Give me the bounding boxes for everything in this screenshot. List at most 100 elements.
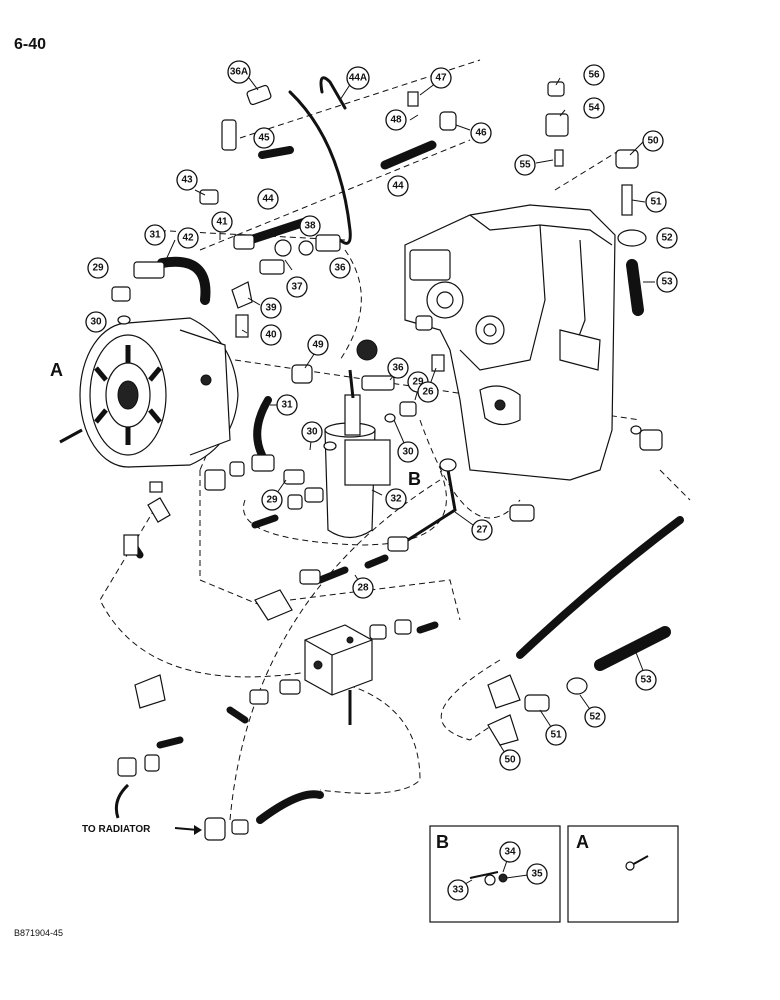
svg-text:28: 28: [357, 583, 369, 594]
svg-text:29: 29: [92, 263, 104, 274]
svg-text:36: 36: [334, 263, 346, 274]
svg-text:50: 50: [504, 755, 516, 766]
callout-36A: 36A: [227, 60, 251, 84]
callout-34: 34: [499, 841, 521, 863]
svg-text:44A: 44A: [349, 73, 367, 84]
hoses: [126, 76, 684, 824]
callout-43: 43: [176, 169, 198, 191]
oil-filter: [324, 369, 391, 539]
callout-27: 27: [471, 519, 493, 541]
callout-35: 35: [526, 863, 548, 885]
callout-36-top: 36: [329, 257, 351, 279]
svg-text:44: 44: [392, 181, 404, 192]
svg-text:53: 53: [661, 277, 673, 288]
svg-text:47: 47: [435, 73, 447, 84]
callout-40: 40: [260, 324, 282, 346]
callout-32: 32: [385, 488, 407, 510]
transmission-case: [404, 204, 616, 481]
view-letter-b: B: [408, 469, 421, 489]
svg-text:45: 45: [258, 133, 270, 144]
svg-text:52: 52: [661, 233, 673, 244]
svg-text:53: 53: [640, 675, 652, 686]
housing-spokes: [94, 345, 162, 445]
callout-38: 38: [299, 215, 321, 237]
view-letter-a: A: [50, 360, 63, 380]
callout-44-left: 44: [257, 188, 279, 210]
callout-50-top: 50: [642, 130, 664, 152]
svg-text:35: 35: [531, 869, 543, 880]
callout-30-mid: 30: [301, 421, 323, 443]
callout-30-right: 30: [397, 441, 419, 463]
callout-53-top: 53: [656, 271, 678, 293]
callout-31-top: 31: [144, 224, 166, 246]
svg-text:32: 32: [390, 494, 402, 505]
callout-53-bottom: 53: [635, 669, 657, 691]
callout-36-mid: 36: [387, 357, 409, 379]
svg-text:34: 34: [504, 847, 516, 858]
svg-text:50: 50: [647, 136, 659, 147]
callout-29-top: 29: [87, 257, 109, 279]
callout-31-mid: 31: [276, 394, 298, 416]
inset-letter-a: A: [576, 832, 589, 852]
document-code: B871904-45: [14, 928, 64, 938]
svg-text:55: 55: [519, 160, 531, 171]
svg-text:40: 40: [265, 330, 277, 341]
callout-28: 28: [352, 577, 374, 599]
to-radiator-label: TO RADIATOR: [82, 824, 151, 835]
inset-detail-a: [567, 825, 679, 923]
svg-text:44: 44: [262, 194, 274, 205]
svg-text:49: 49: [312, 340, 324, 351]
fittings: [111, 81, 663, 841]
callout-29-bottom: 29: [261, 489, 283, 511]
svg-text:36A: 36A: [230, 67, 248, 78]
svg-text:52: 52: [589, 712, 601, 723]
callout-46: 46: [470, 122, 492, 144]
callout-52-top: 52: [656, 227, 678, 249]
inset-letter-b: B: [436, 832, 449, 852]
callout-56: 56: [583, 64, 605, 86]
svg-text:56: 56: [588, 70, 600, 81]
callout-50-bottom: 50: [499, 749, 521, 771]
svg-text:27: 27: [476, 525, 488, 536]
page-number: 6-40: [14, 36, 47, 53]
svg-text:33: 33: [452, 885, 464, 896]
callout-37: 37: [286, 276, 308, 298]
converter-housing: [59, 317, 239, 468]
callout-54: 54: [583, 97, 605, 119]
callout-39: 39: [260, 297, 282, 319]
svg-text:30: 30: [402, 447, 414, 458]
svg-text:51: 51: [650, 197, 662, 208]
svg-text:29: 29: [266, 495, 278, 506]
svg-text:30: 30: [90, 317, 102, 328]
callout-30-left: 30: [85, 311, 107, 333]
callout-48: 48: [385, 109, 407, 131]
callout-51-top: 51: [645, 191, 667, 213]
svg-text:31: 31: [149, 230, 161, 241]
callout-51-bottom: 51: [545, 724, 567, 746]
svg-text:36: 36: [392, 363, 404, 374]
callout-42: 42: [177, 227, 199, 249]
callout-52-bottom: 52: [584, 706, 606, 728]
svg-text:51: 51: [550, 730, 562, 741]
svg-text:46: 46: [475, 128, 487, 139]
svg-text:48: 48: [390, 115, 402, 126]
svg-text:30: 30: [306, 427, 318, 438]
callout-55: 55: [514, 154, 536, 176]
svg-text:42: 42: [182, 233, 194, 244]
svg-text:29: 29: [412, 377, 424, 388]
callout-44A: 44A: [346, 66, 370, 90]
svg-text:39: 39: [265, 303, 277, 314]
callout-41: 41: [211, 211, 233, 233]
callout-45: 45: [253, 127, 275, 149]
svg-text:31: 31: [281, 400, 293, 411]
svg-text:38: 38: [304, 221, 316, 232]
callout-33: 33: [447, 879, 469, 901]
valve-block: [304, 624, 373, 725]
callout-47: 47: [430, 67, 452, 89]
svg-text:37: 37: [291, 282, 303, 293]
svg-text:41: 41: [216, 217, 228, 228]
svg-text:26: 26: [422, 387, 434, 398]
callout-44-top: 44: [387, 175, 409, 197]
callout-26: 26: [417, 381, 439, 403]
